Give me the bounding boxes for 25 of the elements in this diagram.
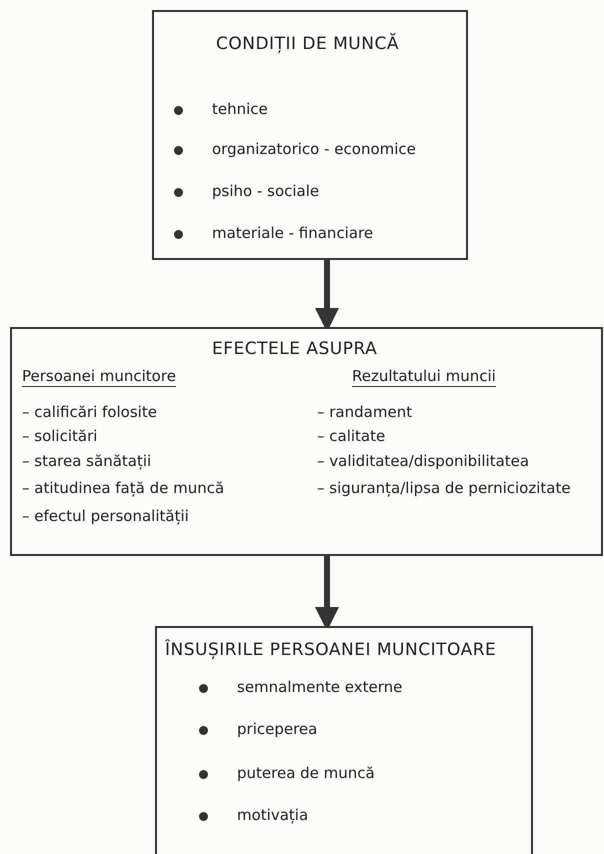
list-item: – siguranța/lipsa de perniciozitate <box>317 479 571 497</box>
list-item: semnalmente externe <box>237 678 402 696</box>
list-item: – solicitări <box>22 427 98 445</box>
list-item: puterea de muncă <box>237 764 375 782</box>
list-item: – starea sănătații <box>22 452 152 470</box>
list-item: psiho - sociale <box>212 182 320 200</box>
box-heading: EFECTELE ASUPRA <box>212 339 378 359</box>
list-item: tehnice <box>212 100 268 118</box>
list-item: – randament <box>317 403 412 421</box>
list-item: – calitate <box>317 427 386 445</box>
list-item: motivația <box>237 806 308 824</box>
list-item: organizatorico - economice <box>212 140 416 158</box>
box-heading: CONDIȚII DE MUNCĂ <box>216 34 399 54</box>
list-item: – atitudinea față de muncă <box>22 479 224 497</box>
list-item: – efectul personalității <box>22 507 189 525</box>
process-box <box>10 327 603 556</box>
list-item: – calificări folosite <box>22 403 157 421</box>
process-box <box>155 626 533 854</box>
column-heading: Persoanei muncitore <box>22 367 176 387</box>
list-item: – validitatea/disponibilitatea <box>317 452 530 470</box>
list-item: materiale - financiare <box>212 224 374 242</box>
box-heading: ÎNSUȘIRILE PERSOANEI MUNCITOARE <box>165 640 496 660</box>
process-box <box>152 10 468 260</box>
column-heading: Rezultatului muncii <box>352 367 496 387</box>
list-item: priceperea <box>237 720 318 738</box>
